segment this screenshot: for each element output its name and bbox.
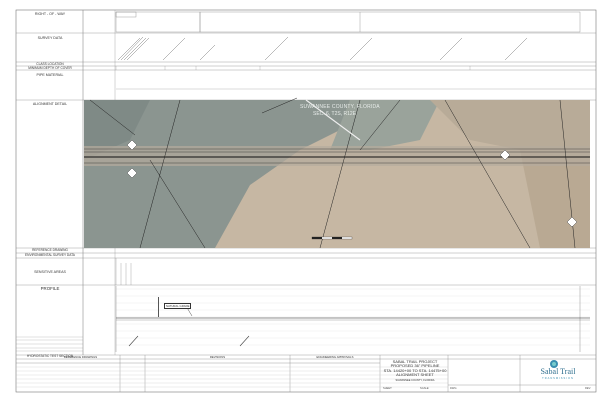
profile-label: PROFILE bbox=[40, 286, 60, 291]
reference-drawings-header: REFERENCE DRAWINGS bbox=[63, 355, 98, 359]
sensitive-areas-label: SENSITIVE AREAS bbox=[34, 270, 66, 274]
county-text: SUWANNEE COUNTY, FLORIDA bbox=[395, 379, 435, 382]
project-title-line2: PROPOSED 36" PIPELINE bbox=[390, 363, 440, 369]
aerial-photo bbox=[84, 97, 590, 249]
reference-drawing-label: REFERENCE DRAWING bbox=[32, 248, 68, 252]
sheet-label: SHEET: bbox=[383, 387, 393, 390]
class-location-label: CLASS LOCATION bbox=[36, 62, 64, 66]
project-title: SABAL TRAIL PROJECT PROPOSED 36" PIPELIN… bbox=[382, 359, 448, 378]
sheet-border bbox=[15, 9, 597, 393]
project-title-line3: STA. 14420+00 TO STA. 14475+00 bbox=[383, 367, 447, 373]
revisions-header: REVISIONS bbox=[209, 355, 226, 359]
environmental-survey-label: ENVIRONMENTAL SURVEY DATA bbox=[25, 253, 75, 257]
min-depth-label: MINIMUM DEPTH OF COVER bbox=[28, 66, 72, 70]
section-label: SEC. 6, T2S, R12E bbox=[313, 111, 356, 117]
scale-label: SCALE: bbox=[420, 387, 430, 390]
logo-subtext: TRANSMISSION bbox=[542, 377, 574, 380]
title-block-grid bbox=[16, 355, 596, 392]
survey-data-label: SURVEY DATA bbox=[37, 36, 63, 40]
dwg-label: DWG: bbox=[450, 387, 458, 390]
rev-label: REV: bbox=[585, 387, 591, 390]
pipe-material-label: PIPE MATERIAL bbox=[36, 73, 64, 77]
right-of-way-label: RIGHT - OF - WAY bbox=[34, 12, 66, 16]
hydrostatic-test-label: HYDROSTATIC TEST SECTION bbox=[26, 354, 74, 358]
project-title-line4: ALIGNMENT SHEET bbox=[396, 372, 434, 378]
survey-callouts bbox=[117, 36, 528, 61]
profile-grid bbox=[116, 288, 590, 346]
row-ownership bbox=[115, 11, 581, 33]
sabal-trail-logo bbox=[550, 360, 558, 368]
logo-text: Sabal Trail bbox=[540, 367, 576, 376]
project-title-line1: SABAL TRAIL PROJECT bbox=[392, 359, 438, 364]
engineering-approvals-header: ENGINEERING APPROVALS bbox=[316, 355, 354, 359]
alignment-detail-label: ALIGNMENT DETAIL bbox=[32, 102, 68, 106]
county-label: SUWANNEE COUNTY, FLORIDA bbox=[300, 104, 380, 110]
natural-grade-callout: NATURAL GRADE bbox=[164, 303, 192, 309]
